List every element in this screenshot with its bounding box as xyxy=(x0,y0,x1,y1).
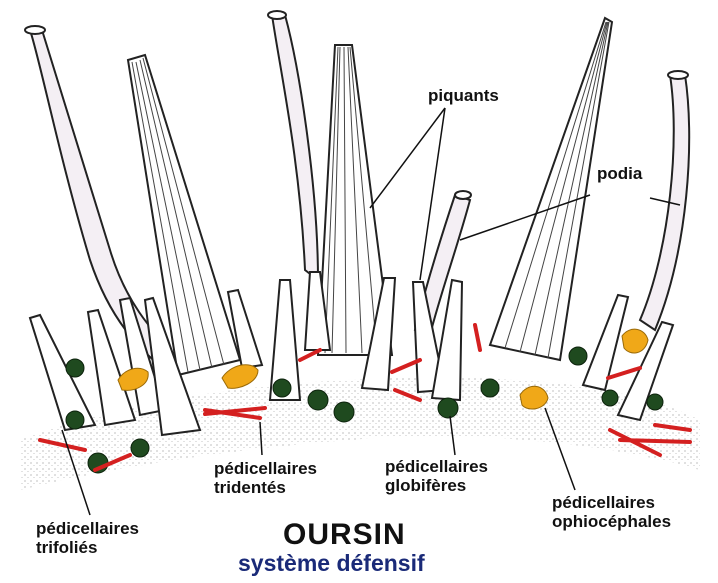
label-tridentes: pédicellaires tridentés xyxy=(214,460,317,497)
podium-right xyxy=(640,75,689,330)
podium-tip xyxy=(668,71,688,79)
label-globiferes: pédicellaires globifères xyxy=(385,458,488,495)
label-podia: podia xyxy=(597,165,642,184)
label-ophiocephales: pédicellaires ophiocéphales xyxy=(552,494,671,531)
podium-tip xyxy=(455,191,471,199)
label-tridentes-line1: pédicellaires xyxy=(214,460,317,479)
podium-tip xyxy=(25,26,45,34)
diagram-subtitle: système défensif xyxy=(238,551,425,576)
podium-tip xyxy=(268,11,286,19)
label-piquants: piquants xyxy=(428,87,499,106)
label-trifolies: pédicellaires trifoliés xyxy=(36,520,139,557)
label-ophiocephales-line2: ophiocéphales xyxy=(552,513,671,532)
label-tridentes-line2: tridentés xyxy=(214,479,317,498)
label-trifolies-line2: trifoliés xyxy=(36,539,139,558)
label-piquants-text: piquants xyxy=(428,87,499,106)
spine-large-right xyxy=(490,18,612,360)
label-globiferes-line1: pédicellaires xyxy=(385,458,488,477)
label-trifolies-line1: pédicellaires xyxy=(36,520,139,539)
label-ophiocephales-line1: pédicellaires xyxy=(552,494,671,513)
label-globiferes-line2: globifères xyxy=(385,477,488,496)
label-podia-text: podia xyxy=(597,165,642,184)
podium-center xyxy=(272,15,318,280)
diagram-title: OURSIN xyxy=(283,518,406,551)
leader-piquants-1 xyxy=(370,108,445,208)
